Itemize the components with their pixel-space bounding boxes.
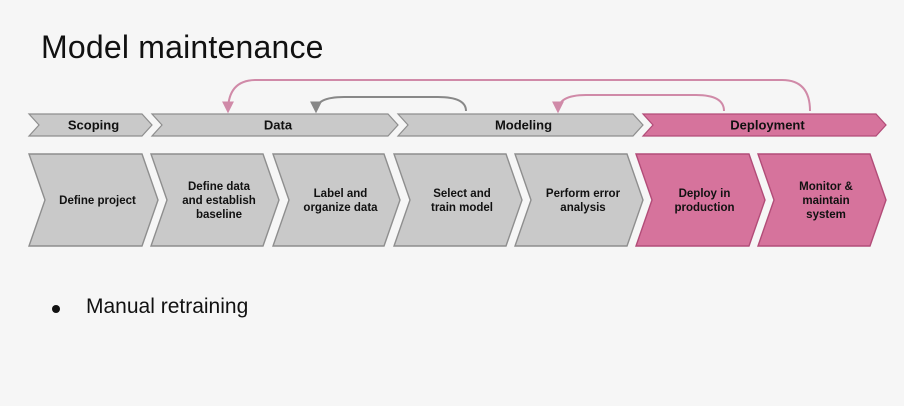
phase-scoping-shape <box>27 113 153 137</box>
phase-data-label: Data <box>264 118 293 133</box>
feedback-arrow-deployment-to-modeling <box>552 94 725 114</box>
phase-deployment-shape <box>641 113 887 137</box>
phase-deployment-label: Deployment <box>730 118 805 133</box>
step-monitor-maintain-system-shape <box>757 153 887 247</box>
bullet-list: Manual retraining <box>52 295 248 319</box>
step-define-project-shape <box>28 153 159 247</box>
phase-scoping-label: Scoping <box>68 118 119 133</box>
feedback-arrow-modeling-to-data <box>310 96 467 114</box>
step-select-and-train-model-shape <box>393 153 523 247</box>
phase-modeling-shape <box>396 113 644 137</box>
bullet-dot-icon <box>52 305 60 313</box>
step-label-and-organize-data-shape <box>272 153 401 247</box>
bullet-text: Manual retraining <box>86 295 249 318</box>
step-define-data-and-establish-baseline-shape <box>150 153 280 247</box>
phase-data-shape <box>150 113 399 137</box>
phase-bar: Scoping Data Modeling Deployment <box>27 113 887 137</box>
slide-title: Model maintenance <box>41 29 324 65</box>
feedback-arrow-deployment-to-data <box>222 79 811 114</box>
step-deploy-in-production-shape <box>635 153 766 247</box>
feedback-arrows <box>222 79 811 114</box>
step-define-project-label: Define project <box>59 195 136 207</box>
step-perform-error-analysis-shape <box>514 153 644 247</box>
phase-modeling-label: Modeling <box>495 118 552 133</box>
bullet-item: Manual retraining <box>52 295 248 319</box>
